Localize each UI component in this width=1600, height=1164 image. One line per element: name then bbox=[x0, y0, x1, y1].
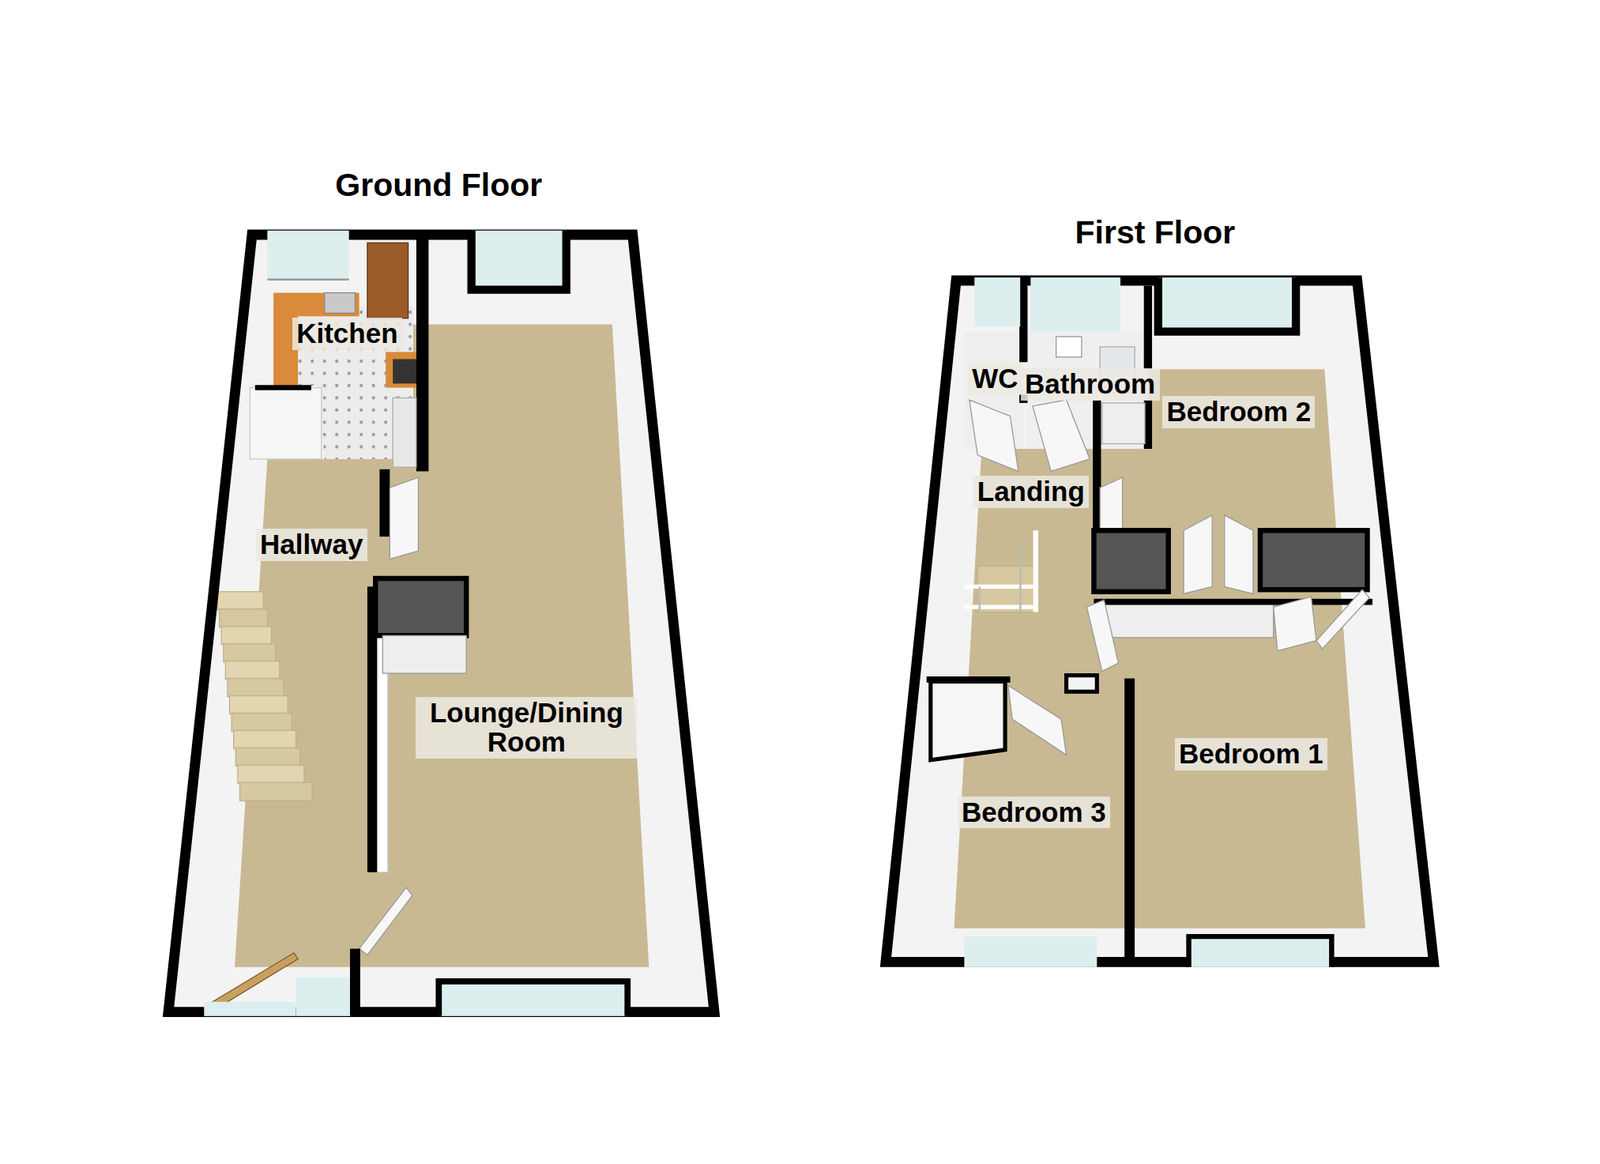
room-label: Landing bbox=[972, 475, 1089, 509]
room-area: Bedroom 3 bbox=[957, 796, 1111, 829]
room-area: Bathroom bbox=[1020, 368, 1160, 401]
room-label: Lounge/Dining Room bbox=[415, 696, 637, 759]
room-label: Kitchen bbox=[292, 317, 403, 351]
first-floor-drawing bbox=[885, 277, 1435, 968]
floor-heading: First Floor bbox=[1075, 214, 1236, 252]
room-area: Bedroom 2 bbox=[1162, 395, 1315, 429]
room-area: Landing bbox=[972, 475, 1089, 509]
room-area: Lounge/Dining Room bbox=[415, 696, 637, 759]
room-area: Kitchen bbox=[292, 317, 403, 351]
room-label: Bedroom 1 bbox=[1174, 737, 1328, 771]
room-area: Bedroom 1 bbox=[1174, 737, 1328, 771]
room-area: Hallway bbox=[256, 528, 368, 561]
ground-floor-drawing bbox=[168, 230, 715, 1017]
room-label: WC bbox=[967, 362, 1023, 396]
floor-outline: First FloorWCBathroomBedroom 2LandingBed… bbox=[885, 280, 1435, 963]
room-label: Bedroom 3 bbox=[957, 796, 1111, 829]
room-label: Bathroom bbox=[1020, 368, 1160, 401]
room-area: WC bbox=[967, 362, 1023, 396]
room-label: Hallway bbox=[256, 528, 368, 561]
floor-outline: Ground FloorKitchenHallwayLounge/Dining … bbox=[168, 234, 715, 1013]
floor-heading: Ground Floor bbox=[335, 165, 543, 204]
room-label: Bedroom 2 bbox=[1162, 395, 1315, 429]
